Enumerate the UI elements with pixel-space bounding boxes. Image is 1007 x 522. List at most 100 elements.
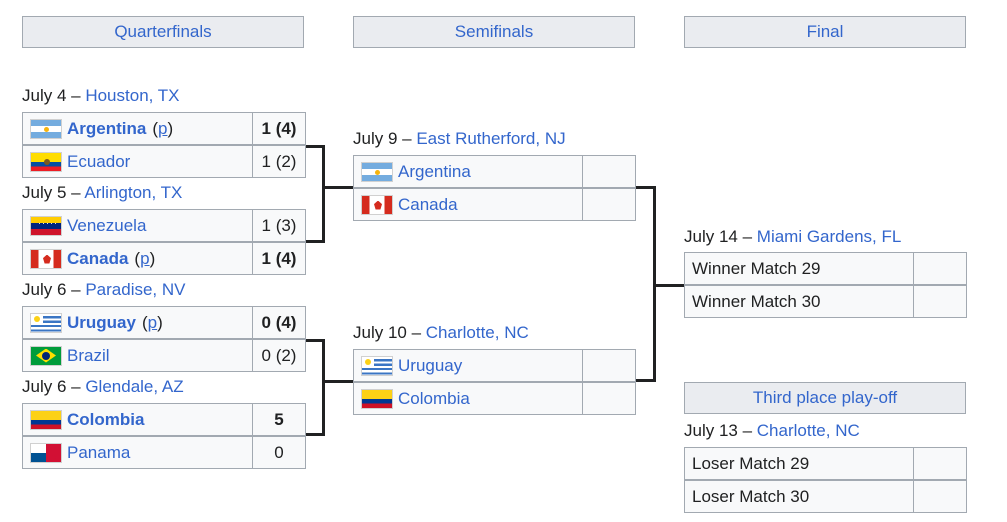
team-row: Uruguay — [353, 349, 636, 382]
date-text: July 10 – — [353, 323, 422, 342]
venue-link[interactable]: Charlotte, NC — [756, 421, 860, 440]
team-placeholder: Winner Match 29 — [692, 258, 821, 278]
bracket-connector — [653, 284, 684, 287]
venue-link[interactable]: Arlington, TX — [84, 183, 183, 202]
penalty-link[interactable]: p — [158, 118, 168, 138]
team-link[interactable]: Uruguay — [67, 312, 136, 332]
team-link[interactable]: Argentina — [67, 118, 147, 138]
team-row: Canada (p) 1 (4) — [22, 242, 306, 275]
score-cell: 1 (4) — [252, 243, 305, 274]
score-cell: 1 (2) — [252, 146, 305, 177]
team-link[interactable]: Panama — [67, 442, 131, 462]
match-date: July 10 – Charlotte, NC — [353, 322, 529, 344]
venue-link[interactable]: Charlotte, NC — [425, 323, 529, 342]
argentina-flag-icon — [30, 118, 62, 139]
team-cell: Winner Match 30 — [685, 286, 913, 317]
date-text: July 6 – — [22, 280, 81, 299]
score-cell: 1 (4) — [252, 113, 305, 144]
team-link[interactable]: Canada — [67, 248, 129, 268]
team-placeholder: Loser Match 30 — [692, 486, 810, 506]
header-semifinals: Semifinals — [353, 16, 635, 48]
date-text: July 4 – — [22, 86, 81, 105]
match-date: July 4 – Houston, TX — [22, 85, 180, 107]
team-row: Colombia — [353, 382, 636, 415]
match-date: July 9 – East Rutherford, NJ — [353, 128, 566, 150]
team-row: Loser Match 30 — [684, 480, 967, 513]
match-date: July 5 – Arlington, TX — [22, 182, 182, 204]
bracket-connector — [306, 240, 325, 243]
penalty-note: (p) — [134, 248, 156, 268]
venue-link[interactable]: Miami Gardens, FL — [756, 227, 902, 246]
panama-flag-icon — [30, 442, 62, 463]
score-cell: 0 (4) — [252, 307, 305, 338]
penalty-link[interactable]: p — [147, 312, 158, 332]
team-cell: Uruguay — [354, 350, 582, 381]
header-quarterfinals: Quarterfinals — [22, 16, 304, 48]
date-text: July 5 – — [22, 183, 81, 202]
team-cell: Colombia — [23, 404, 252, 435]
team-link[interactable]: Ecuador — [67, 151, 131, 171]
match-date: July 6 – Glendale, AZ — [22, 376, 184, 398]
team-row: Venezuela 1 (3) — [22, 209, 306, 242]
team-row: Loser Match 29 — [684, 447, 967, 480]
team-cell: Venezuela — [23, 210, 252, 241]
team-cell: Winner Match 29 — [685, 253, 913, 284]
header-final: Final — [684, 16, 966, 48]
colombia-flag-icon — [30, 409, 62, 430]
team-placeholder: Winner Match 30 — [692, 291, 821, 311]
venue-link[interactable]: Glendale, AZ — [85, 377, 184, 396]
score-cell — [913, 448, 966, 479]
date-text: July 13 – — [684, 421, 753, 440]
bracket-connector — [322, 145, 325, 243]
team-row: Canada — [353, 188, 636, 221]
venezuela-flag-icon — [30, 215, 62, 236]
penalty-link[interactable]: p — [140, 248, 150, 268]
canada-flag-icon — [361, 194, 393, 215]
bracket-connector — [636, 186, 656, 189]
score-cell — [582, 156, 635, 187]
team-row: Winner Match 30 — [684, 285, 967, 318]
team-row: Panama 0 — [22, 436, 306, 469]
team-link[interactable]: Canada — [398, 194, 458, 214]
date-text: July 9 – — [353, 129, 412, 148]
bracket-connector — [322, 380, 353, 383]
team-cell: Ecuador — [23, 146, 252, 177]
score-cell — [582, 189, 635, 220]
venue-link[interactable]: Houston, TX — [85, 86, 180, 105]
bracket-connector — [322, 339, 325, 436]
venue-link[interactable]: East Rutherford, NJ — [416, 129, 566, 148]
bracket-connector — [306, 145, 325, 148]
team-cell: Panama — [23, 437, 252, 468]
team-link[interactable]: Venezuela — [67, 215, 147, 235]
score-cell: 1 (3) — [252, 210, 305, 241]
date-text: July 14 – — [684, 227, 753, 246]
team-link[interactable]: Argentina — [398, 161, 471, 181]
team-cell: Canada (p) — [23, 243, 252, 274]
ecuador-flag-icon — [30, 151, 62, 172]
argentina-flag-icon — [361, 161, 393, 182]
team-row: Brazil 0 (2) — [22, 339, 306, 372]
team-cell: Loser Match 30 — [685, 481, 913, 512]
match-date: July 6 – Paradise, NV — [22, 279, 186, 301]
team-placeholder: Loser Match 29 — [692, 453, 810, 473]
header-third-place: Third place play-off — [684, 382, 966, 414]
team-link[interactable]: Colombia — [398, 388, 470, 408]
team-row: Argentina (p) 1 (4) — [22, 112, 306, 145]
team-link[interactable]: Colombia — [67, 409, 145, 429]
score-cell — [913, 253, 966, 284]
team-cell: Uruguay (p) — [23, 307, 252, 338]
team-link[interactable]: Brazil — [67, 345, 110, 365]
score-cell — [582, 383, 635, 414]
team-cell: Argentina (p) — [23, 113, 252, 144]
venue-link[interactable]: Paradise, NV — [85, 280, 186, 299]
team-cell: Brazil — [23, 340, 252, 371]
team-link[interactable]: Uruguay — [398, 355, 463, 375]
bracket-connector — [306, 433, 325, 436]
match-date: July 14 – Miami Gardens, FL — [684, 226, 901, 248]
team-row: Argentina — [353, 155, 636, 188]
penalty-note: (p) — [141, 312, 163, 332]
canada-flag-icon — [30, 248, 62, 269]
bracket-connector — [322, 186, 353, 189]
colombia-flag-icon — [361, 388, 393, 409]
team-row: Colombia 5 — [22, 403, 306, 436]
